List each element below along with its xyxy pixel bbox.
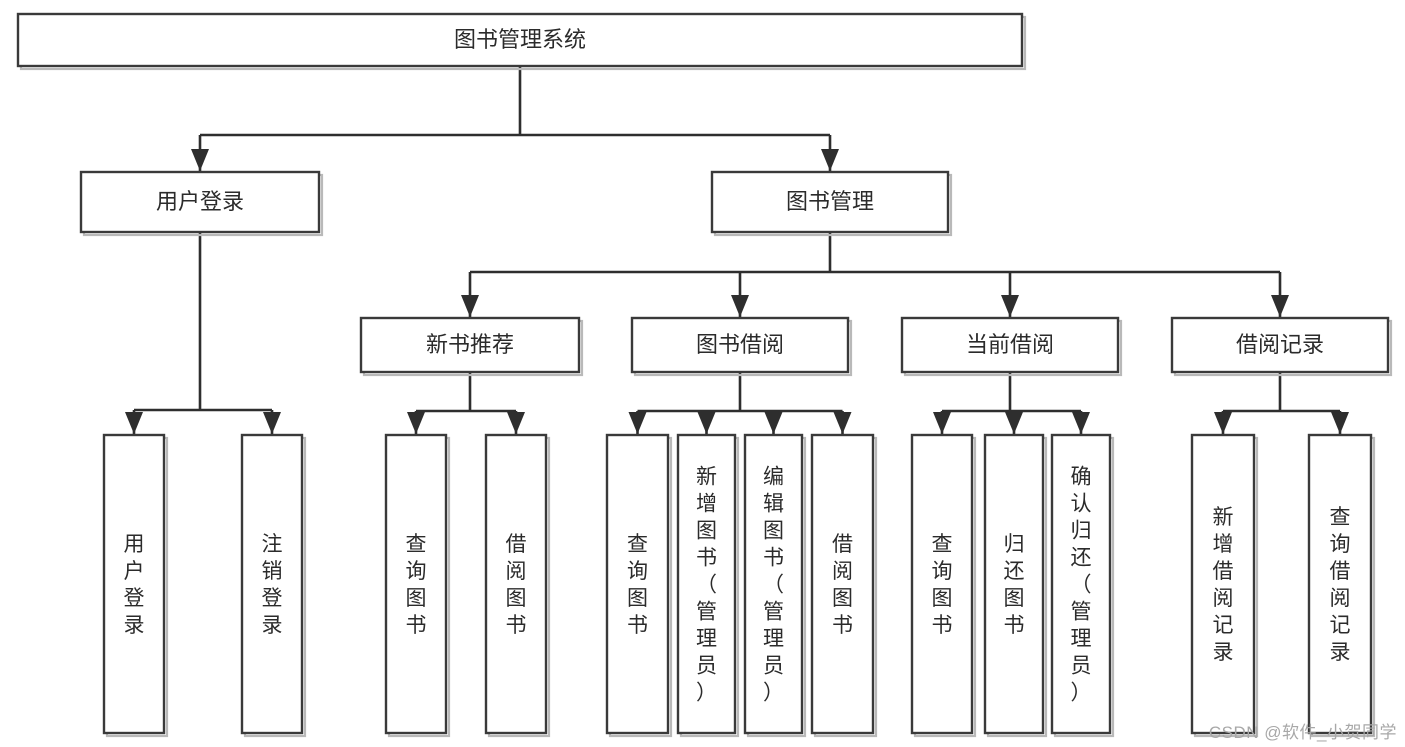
node-leaf-leaf-confirm-return-admin[interactable]: 确认归还（管理员） [1050, 433, 1115, 738]
node-l3-new-book-recommend[interactable]: 新书推荐 [359, 316, 584, 377]
node-label: 图书管理系统 [454, 27, 586, 52]
node-leaf-leaf-query-book-3[interactable]: 查询图书 [910, 433, 977, 738]
node-layer: 图书管理系统用户登录图书管理新书推荐图书借阅当前借阅借阅记录用户登录注销登录查询… [16, 12, 1393, 738]
arrow-head-icon [833, 412, 852, 434]
node-label: 图书借阅 [696, 332, 784, 357]
arrow-head-icon [507, 412, 525, 434]
node-l3-book-borrow[interactable]: 图书借阅 [630, 316, 853, 377]
node-leaf-leaf-query-book-2[interactable]: 查询图书 [605, 433, 673, 738]
arrow-head-icon [731, 295, 749, 317]
node-label: 借阅记录 [1236, 332, 1324, 357]
node-label: 新书推荐 [426, 332, 514, 357]
node-label: 查询图书 [627, 533, 648, 637]
arrow-head-icon [1214, 412, 1232, 434]
node-leaf-leaf-query-book-1[interactable]: 查询图书 [384, 433, 451, 738]
node-leaf-leaf-query-borrow-record[interactable]: 查询借阅记录 [1307, 433, 1376, 738]
arrow-head-icon [821, 149, 839, 171]
node-label: 借阅图书 [506, 533, 527, 637]
arrow-head-icon [125, 412, 143, 434]
node-leaf-leaf-borrow-book-2[interactable]: 借阅图书 [810, 433, 878, 738]
node-l3-borrow-record[interactable]: 借阅记录 [1170, 316, 1393, 377]
node-leaf-leaf-add-borrow-record[interactable]: 新增借阅记录 [1190, 433, 1259, 738]
node-label: 归还图书 [1004, 533, 1025, 637]
node-leaf-leaf-add-book-admin[interactable]: 新增图书（管理员） [676, 433, 740, 738]
node-label: 新增图书（管理员） [696, 466, 717, 705]
arrow-head-icon [263, 412, 281, 434]
node-leaf-leaf-return-book[interactable]: 归还图书 [983, 433, 1048, 738]
node-label: 用户登录 [156, 189, 244, 214]
arrow-head-icon [1331, 412, 1349, 434]
arrow-head-icon [407, 412, 425, 434]
csdn-watermark: CSDN @软件_小贺同学 [1208, 723, 1397, 742]
node-label: 确认归还（管理员） [1071, 466, 1092, 705]
node-label: 查询借阅记录 [1330, 506, 1351, 664]
node-label: 新增借阅记录 [1213, 506, 1234, 664]
arrow-head-icon [628, 412, 647, 434]
node-l2-user-login[interactable]: 用户登录 [79, 170, 324, 237]
arrow-head-icon [764, 412, 783, 434]
arrow-head-icon [1005, 412, 1023, 434]
node-l2-book-manage[interactable]: 图书管理 [710, 170, 953, 237]
connector-layer [125, 66, 1349, 434]
node-label: 查询图书 [932, 533, 953, 637]
node-label: 图书管理 [786, 189, 874, 214]
node-leaf-leaf-user-login[interactable]: 用户登录 [102, 433, 169, 738]
node-root-root[interactable]: 图书管理系统 [16, 12, 1027, 71]
node-leaf-leaf-borrow-book-1[interactable]: 借阅图书 [484, 433, 551, 738]
node-label: 查询图书 [406, 533, 427, 637]
node-label: 用户登录 [124, 533, 145, 637]
arrow-head-icon [461, 295, 479, 317]
arrow-head-icon [933, 412, 951, 434]
arrow-head-icon [1271, 295, 1289, 317]
arrow-head-icon [1001, 295, 1019, 317]
node-leaf-leaf-logout-login[interactable]: 注销登录 [240, 433, 307, 738]
node-label: 借阅图书 [832, 533, 853, 637]
node-label: 当前借阅 [966, 332, 1054, 357]
node-label: 注销登录 [262, 533, 283, 637]
node-leaf-leaf-edit-book-admin[interactable]: 编辑图书（管理员） [743, 433, 807, 738]
arrow-head-icon [191, 149, 209, 171]
node-l3-current-borrow[interactable]: 当前借阅 [900, 316, 1123, 377]
arrow-head-icon [1072, 412, 1090, 434]
arrow-head-icon [697, 412, 716, 434]
node-label: 编辑图书（管理员） [763, 466, 784, 705]
